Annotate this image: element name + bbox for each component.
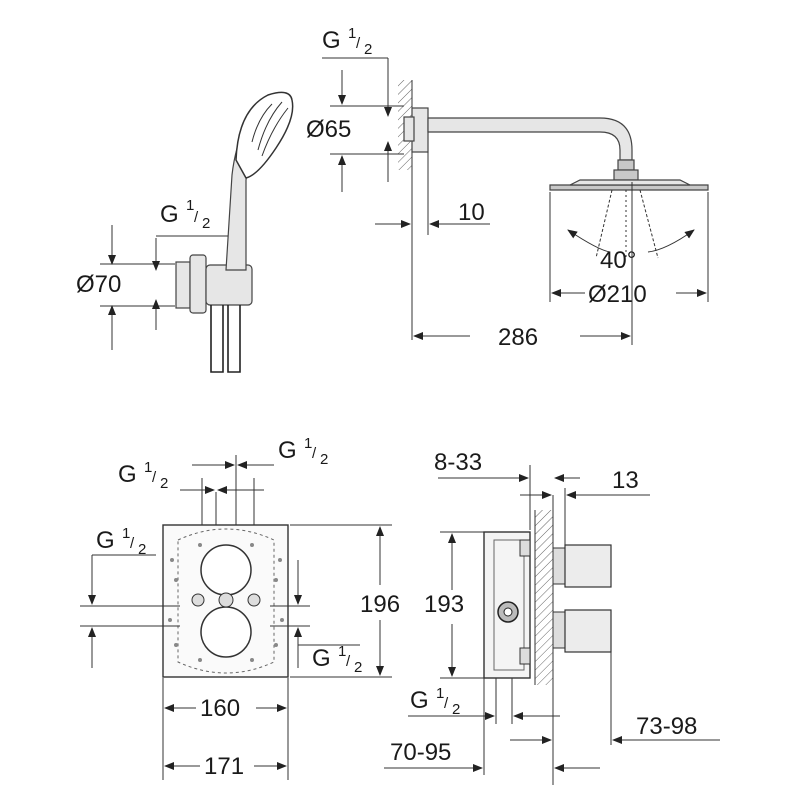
g-label-shower-arm: G [322, 27, 341, 54]
svg-text:1: 1 [436, 685, 444, 702]
dim-label-8-33: 8-33 [434, 449, 482, 476]
head-shower-view: 40° Ø210 286 10 Ø65 G 1 / 2 [306, 25, 709, 351]
svg-text:/: / [130, 535, 135, 552]
svg-text:2: 2 [160, 475, 168, 492]
volume-knob [200, 606, 252, 658]
dim-label-171: 171 [204, 753, 244, 780]
svg-text:/: / [312, 445, 317, 462]
g-label-thermostat-left: G [96, 527, 115, 554]
g-label-hand-shower: G [160, 201, 179, 228]
thermostat-front-view: G 1 / 2 G 1 / 2 G 1 / 2 G 1 / 2 196 [80, 435, 400, 780]
dim-label-dia-210: Ø210 [588, 281, 647, 308]
side-knob-bottom [564, 609, 612, 653]
dim-label-286: 286 [498, 324, 538, 351]
dim-label-angle-40: 40° [600, 247, 636, 274]
temperature-knob [200, 544, 252, 596]
svg-text:2: 2 [364, 41, 372, 58]
dim-label-160: 160 [200, 695, 240, 722]
svg-text:1: 1 [304, 435, 312, 452]
svg-text:1: 1 [348, 25, 356, 42]
svg-text:1: 1 [338, 643, 346, 660]
svg-text:1: 1 [122, 525, 130, 542]
svg-text:1: 1 [144, 459, 152, 476]
svg-text:2: 2 [202, 215, 210, 232]
svg-text:2: 2 [138, 541, 146, 558]
svg-text:/: / [152, 469, 157, 486]
dim-label-70-95: 70-95 [390, 739, 451, 766]
dim-label-dia-65: Ø65 [306, 116, 351, 143]
hand-shower-hose-right [227, 305, 241, 373]
svg-text:1: 1 [186, 197, 194, 214]
svg-text:/: / [194, 209, 199, 226]
svg-text:/: / [346, 653, 351, 670]
dim-label-dia-70: Ø70 [76, 271, 121, 298]
hand-shower-view: Ø70 G 1 / 2 [76, 91, 294, 373]
g-label-thermostat-top-left: G [118, 461, 137, 488]
svg-text:2: 2 [320, 451, 328, 468]
g-label-thermostat-top-right: G [278, 437, 297, 464]
hand-shower-holder [205, 264, 253, 306]
hand-shower-outlet-body [189, 254, 207, 314]
dim-label-193: 193 [424, 591, 464, 618]
hand-shower-wall-plate [175, 261, 191, 309]
g-label-side-bottom: G [410, 687, 429, 714]
hand-shower-head [235, 91, 294, 179]
shower-arm [427, 117, 633, 161]
hand-shower-hose-left [210, 305, 224, 373]
svg-text:/: / [444, 695, 449, 712]
thermostat-side-view: 193 8-33 13 G 1 / 2 73-98 70-95 [384, 449, 720, 785]
dim-label-196: 196 [360, 591, 400, 618]
head-shower-disc [549, 184, 709, 191]
dim-label-73-98: 73-98 [636, 713, 697, 740]
svg-text:/: / [356, 35, 361, 52]
svg-text:2: 2 [354, 659, 362, 676]
dim-label-10: 10 [458, 199, 485, 226]
g-label-thermostat-right: G [312, 645, 331, 672]
dim-label-13: 13 [612, 467, 639, 494]
side-knob-top [564, 544, 612, 588]
svg-text:2: 2 [452, 701, 460, 718]
